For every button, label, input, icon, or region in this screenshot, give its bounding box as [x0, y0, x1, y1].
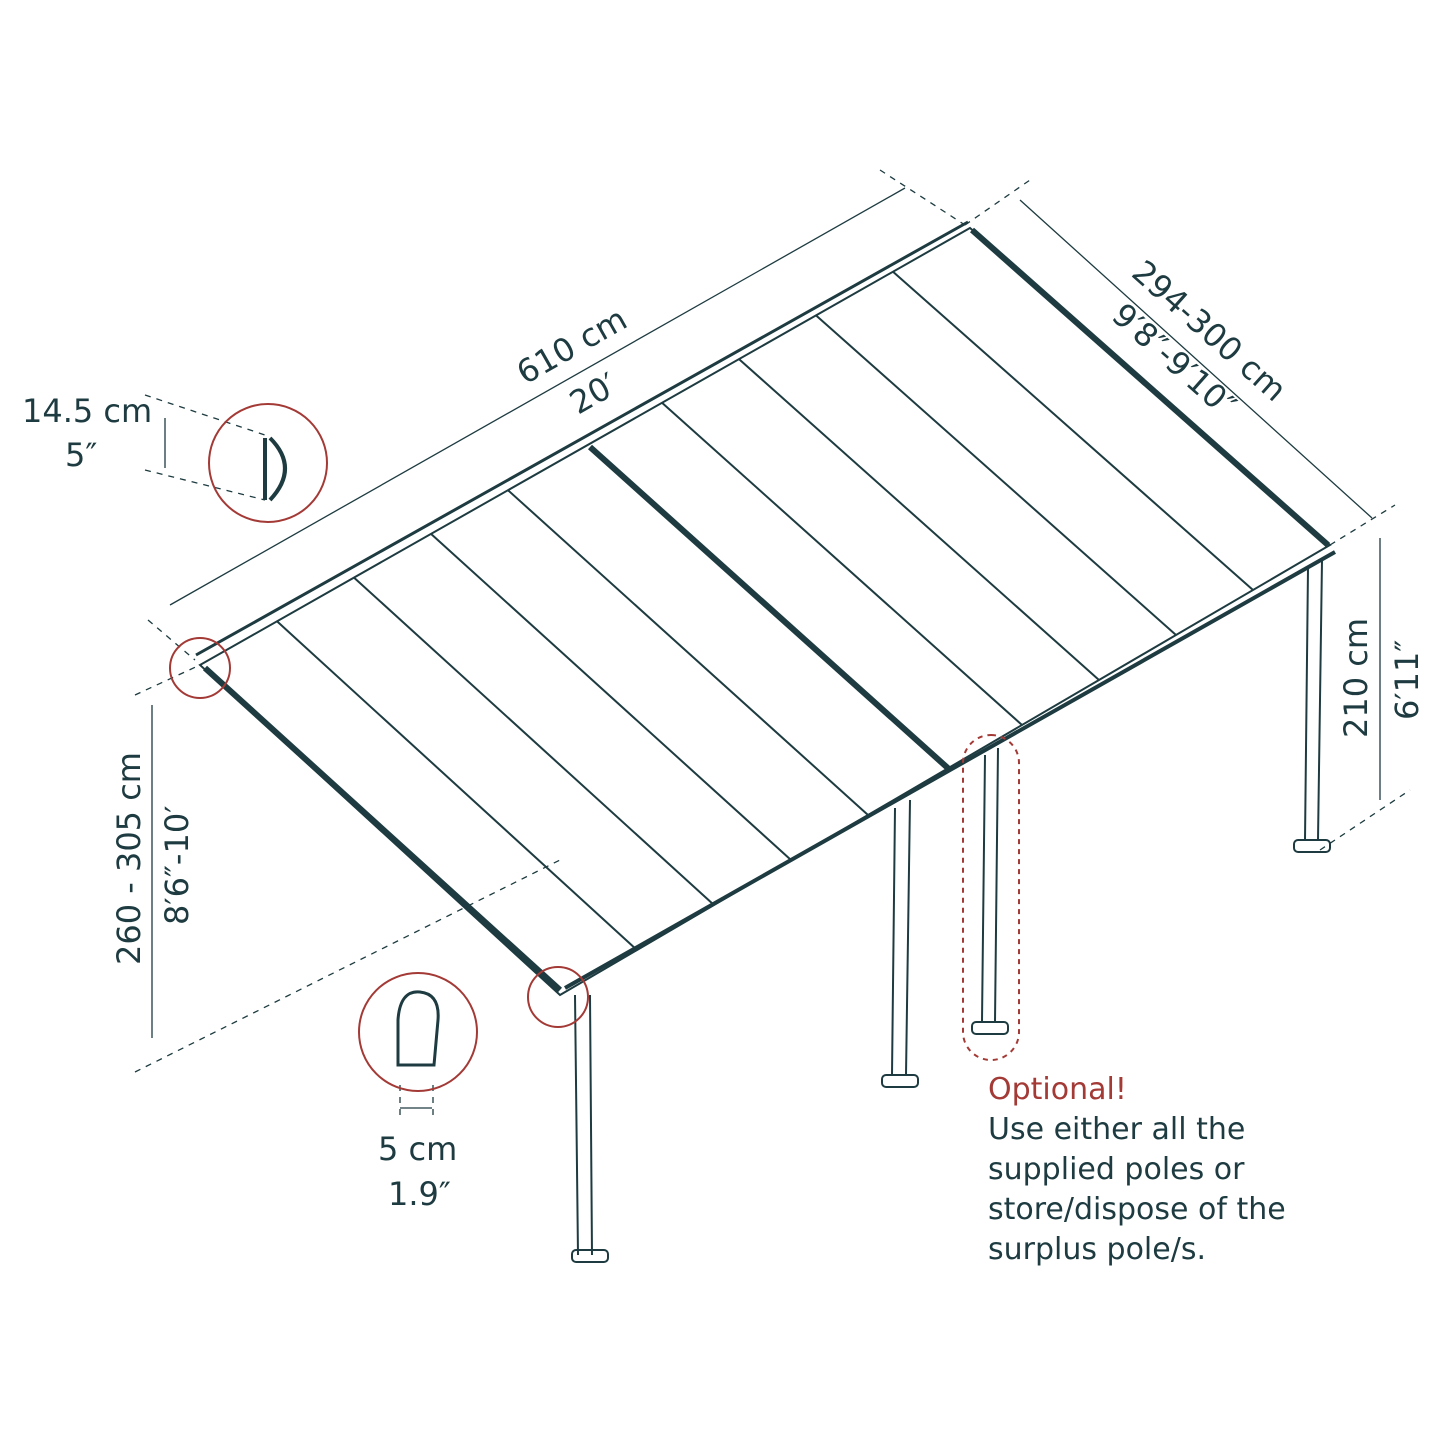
optional-note: Optional! Use either all the supplied po… — [988, 1070, 1286, 1270]
wall-height-cm: 260 - 305 cm — [110, 752, 148, 965]
note-line: store/dispose of the — [988, 1192, 1286, 1227]
profile-in: 5″ — [65, 436, 97, 474]
note-title: Optional! — [988, 1072, 1127, 1107]
length-cm: 610 cm — [510, 300, 633, 392]
panel-seam — [276, 620, 638, 951]
front-height-ft: 6′11″ — [1388, 640, 1426, 720]
note-line: surplus pole/s. — [988, 1232, 1206, 1267]
length-ft: 20′ — [563, 365, 623, 422]
roof-panels — [276, 270, 1254, 951]
detail-circle-profile — [208, 403, 328, 523]
panel-seam — [661, 402, 1023, 726]
center-divider — [587, 444, 953, 773]
corner-circle-front — [527, 966, 589, 1028]
pole-in: 1.9″ — [388, 1175, 451, 1213]
pole-cm: 5 cm — [378, 1130, 457, 1168]
panel-seam — [430, 533, 792, 861]
profile-cm: 14.5 cm — [22, 392, 152, 430]
panel-seam — [507, 489, 869, 816]
side-gutter-right — [970, 227, 1330, 548]
optional-pole-outline — [962, 734, 1020, 1061]
panel-seam — [892, 270, 1254, 591]
gutter-profile-icon — [263, 436, 287, 502]
posts — [571, 559, 1331, 1263]
pole-profile-icon — [396, 990, 440, 1067]
note-line: Use either all the — [988, 1112, 1246, 1147]
note-line: supplied poles or — [988, 1152, 1245, 1187]
wall-height-ft: 8′6″-10′ — [158, 806, 196, 925]
wall-beam — [195, 220, 969, 657]
panel-seam — [815, 314, 1177, 636]
panel-seam — [353, 576, 715, 906]
corner-circle-left — [169, 637, 231, 699]
panel-seam — [738, 358, 1100, 681]
extension-lines — [134, 169, 1411, 1118]
side-gutter-left — [202, 665, 563, 993]
front-height-cm: 210 cm — [1337, 618, 1375, 738]
dimension-lines — [151, 187, 1381, 1109]
detail-circle-pole — [358, 972, 478, 1092]
